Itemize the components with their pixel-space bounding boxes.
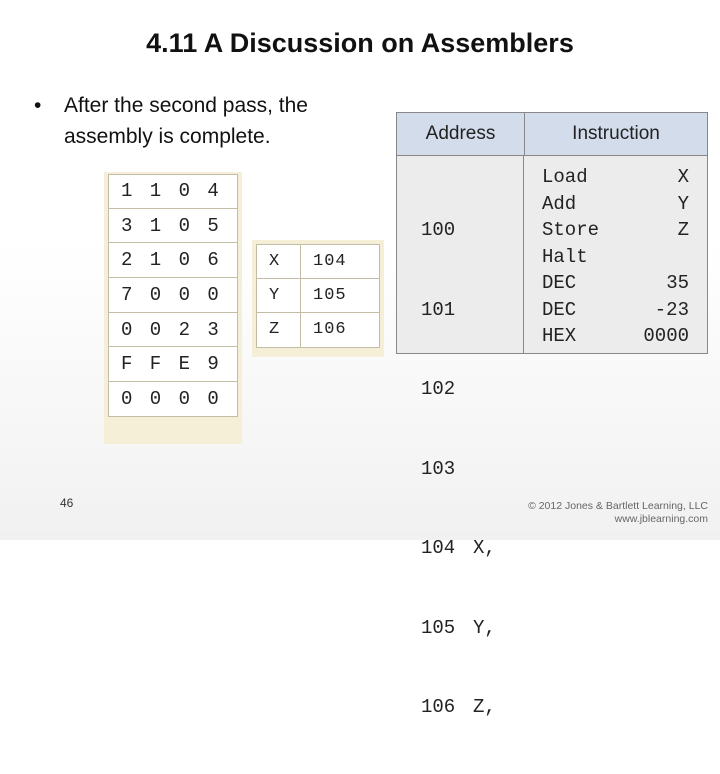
address-column-header: Address [397,113,525,155]
address-value: 101 [421,298,456,321]
address-row: 106 Z, [421,694,523,721]
address-value: 104 [421,537,456,559]
address-label: Z, [473,696,496,718]
instruction-row: DEC 35 [542,270,689,297]
instruction-operand: 0000 [643,325,689,347]
memory-cell: 7 0 0 0 [108,278,238,313]
program-listing: Address Instruction 100 101 102 103 104 X… [396,112,708,718]
copyright-line: © 2012 Jones & Bartlett Learning, LLC [528,500,708,512]
instruction-row: DEC -23 [542,297,689,324]
memory-cell: F F E 9 [108,347,238,383]
memory-cell: 3 1 0 5 [108,208,238,244]
instruction-column: Load X Add Y Store Z Halt DEC 35 DEC -23 HEX 0… [524,156,707,354]
address-row: 102 [421,376,523,403]
instruction-row: Load X [542,164,689,191]
memory-cell: 0 0 2 3 [108,312,238,348]
instruction-row: Store Z [542,217,689,244]
symbol-address: 105 [313,285,347,305]
instruction-operand: X [677,166,689,188]
instruction-op: DEC [542,272,577,294]
instruction-operand: 35 [666,272,689,294]
bullet-text: After the second pass, the assembly is c… [64,94,308,148]
instruction-op: DEC [542,298,577,321]
instruction-operand: Y [677,192,689,215]
address-row: 104 X, [421,535,523,562]
instruction-row: HEX 0000 [542,323,689,350]
instruction-op: Add [542,192,577,215]
memory-cell: 2 1 0 6 [108,243,238,279]
address-label [473,456,523,483]
website-line: www.jblearning.com [614,513,708,525]
symbol-name: Z [257,313,301,347]
address-row: 103 [421,456,523,483]
memory-cell: 0 0 0 0 [108,382,238,417]
bullet-marker: • [34,94,42,117]
bullet-point: • After the second pass, the assembly is… [34,90,384,152]
program-header: Address Instruction [397,113,707,156]
instruction-row: Add Y [542,191,689,218]
symbol-name: X [257,245,301,278]
instruction-op: Load [542,166,588,188]
symbol-row: Y 105 [256,278,380,313]
address-value: 106 [421,696,456,718]
address-value: 103 [421,457,456,480]
symbol-row: Z 106 [256,313,380,348]
instruction-operand: Z [677,219,689,241]
memory-contents: 1 1 0 4 3 1 0 5 2 1 0 6 7 0 0 0 0 0 2 3 … [104,172,242,444]
address-label [473,376,523,403]
memory-cell: 1 1 0 4 [108,174,238,209]
slide-title: 4.11 A Discussion on Assemblers [146,28,574,58]
instruction-op: HEX [542,325,577,347]
address-value: 102 [421,378,456,400]
copyright-notice: © 2012 Jones & Bartlett Learning, LLC ww… [528,500,708,526]
address-row: 100 [421,217,523,244]
address-label: Y, [473,616,496,639]
address-row: 105 Y, [421,615,523,642]
page-number: 46 [60,496,74,510]
instruction-op: Halt [542,245,588,268]
symbol-name: Y [257,278,301,312]
instruction-operand: -23 [654,298,689,321]
address-label [473,297,523,324]
symbol-row: X 104 [256,244,380,279]
symbol-address: 104 [313,251,347,271]
instruction-column-header: Instruction [572,123,660,144]
address-label [473,217,523,244]
address-value: 105 [421,616,456,639]
symbol-table: X 104 Y 105 Z 106 [252,240,384,357]
instruction-op: Store [542,219,600,241]
address-row: 101 [421,297,523,324]
address-value: 100 [421,219,456,241]
address-label: X, [473,537,496,559]
symbol-address: 106 [313,320,347,340]
address-column: 100 101 102 103 104 X, 105 Y, 106 Z, [397,156,524,718]
instruction-row: Halt [542,244,689,271]
